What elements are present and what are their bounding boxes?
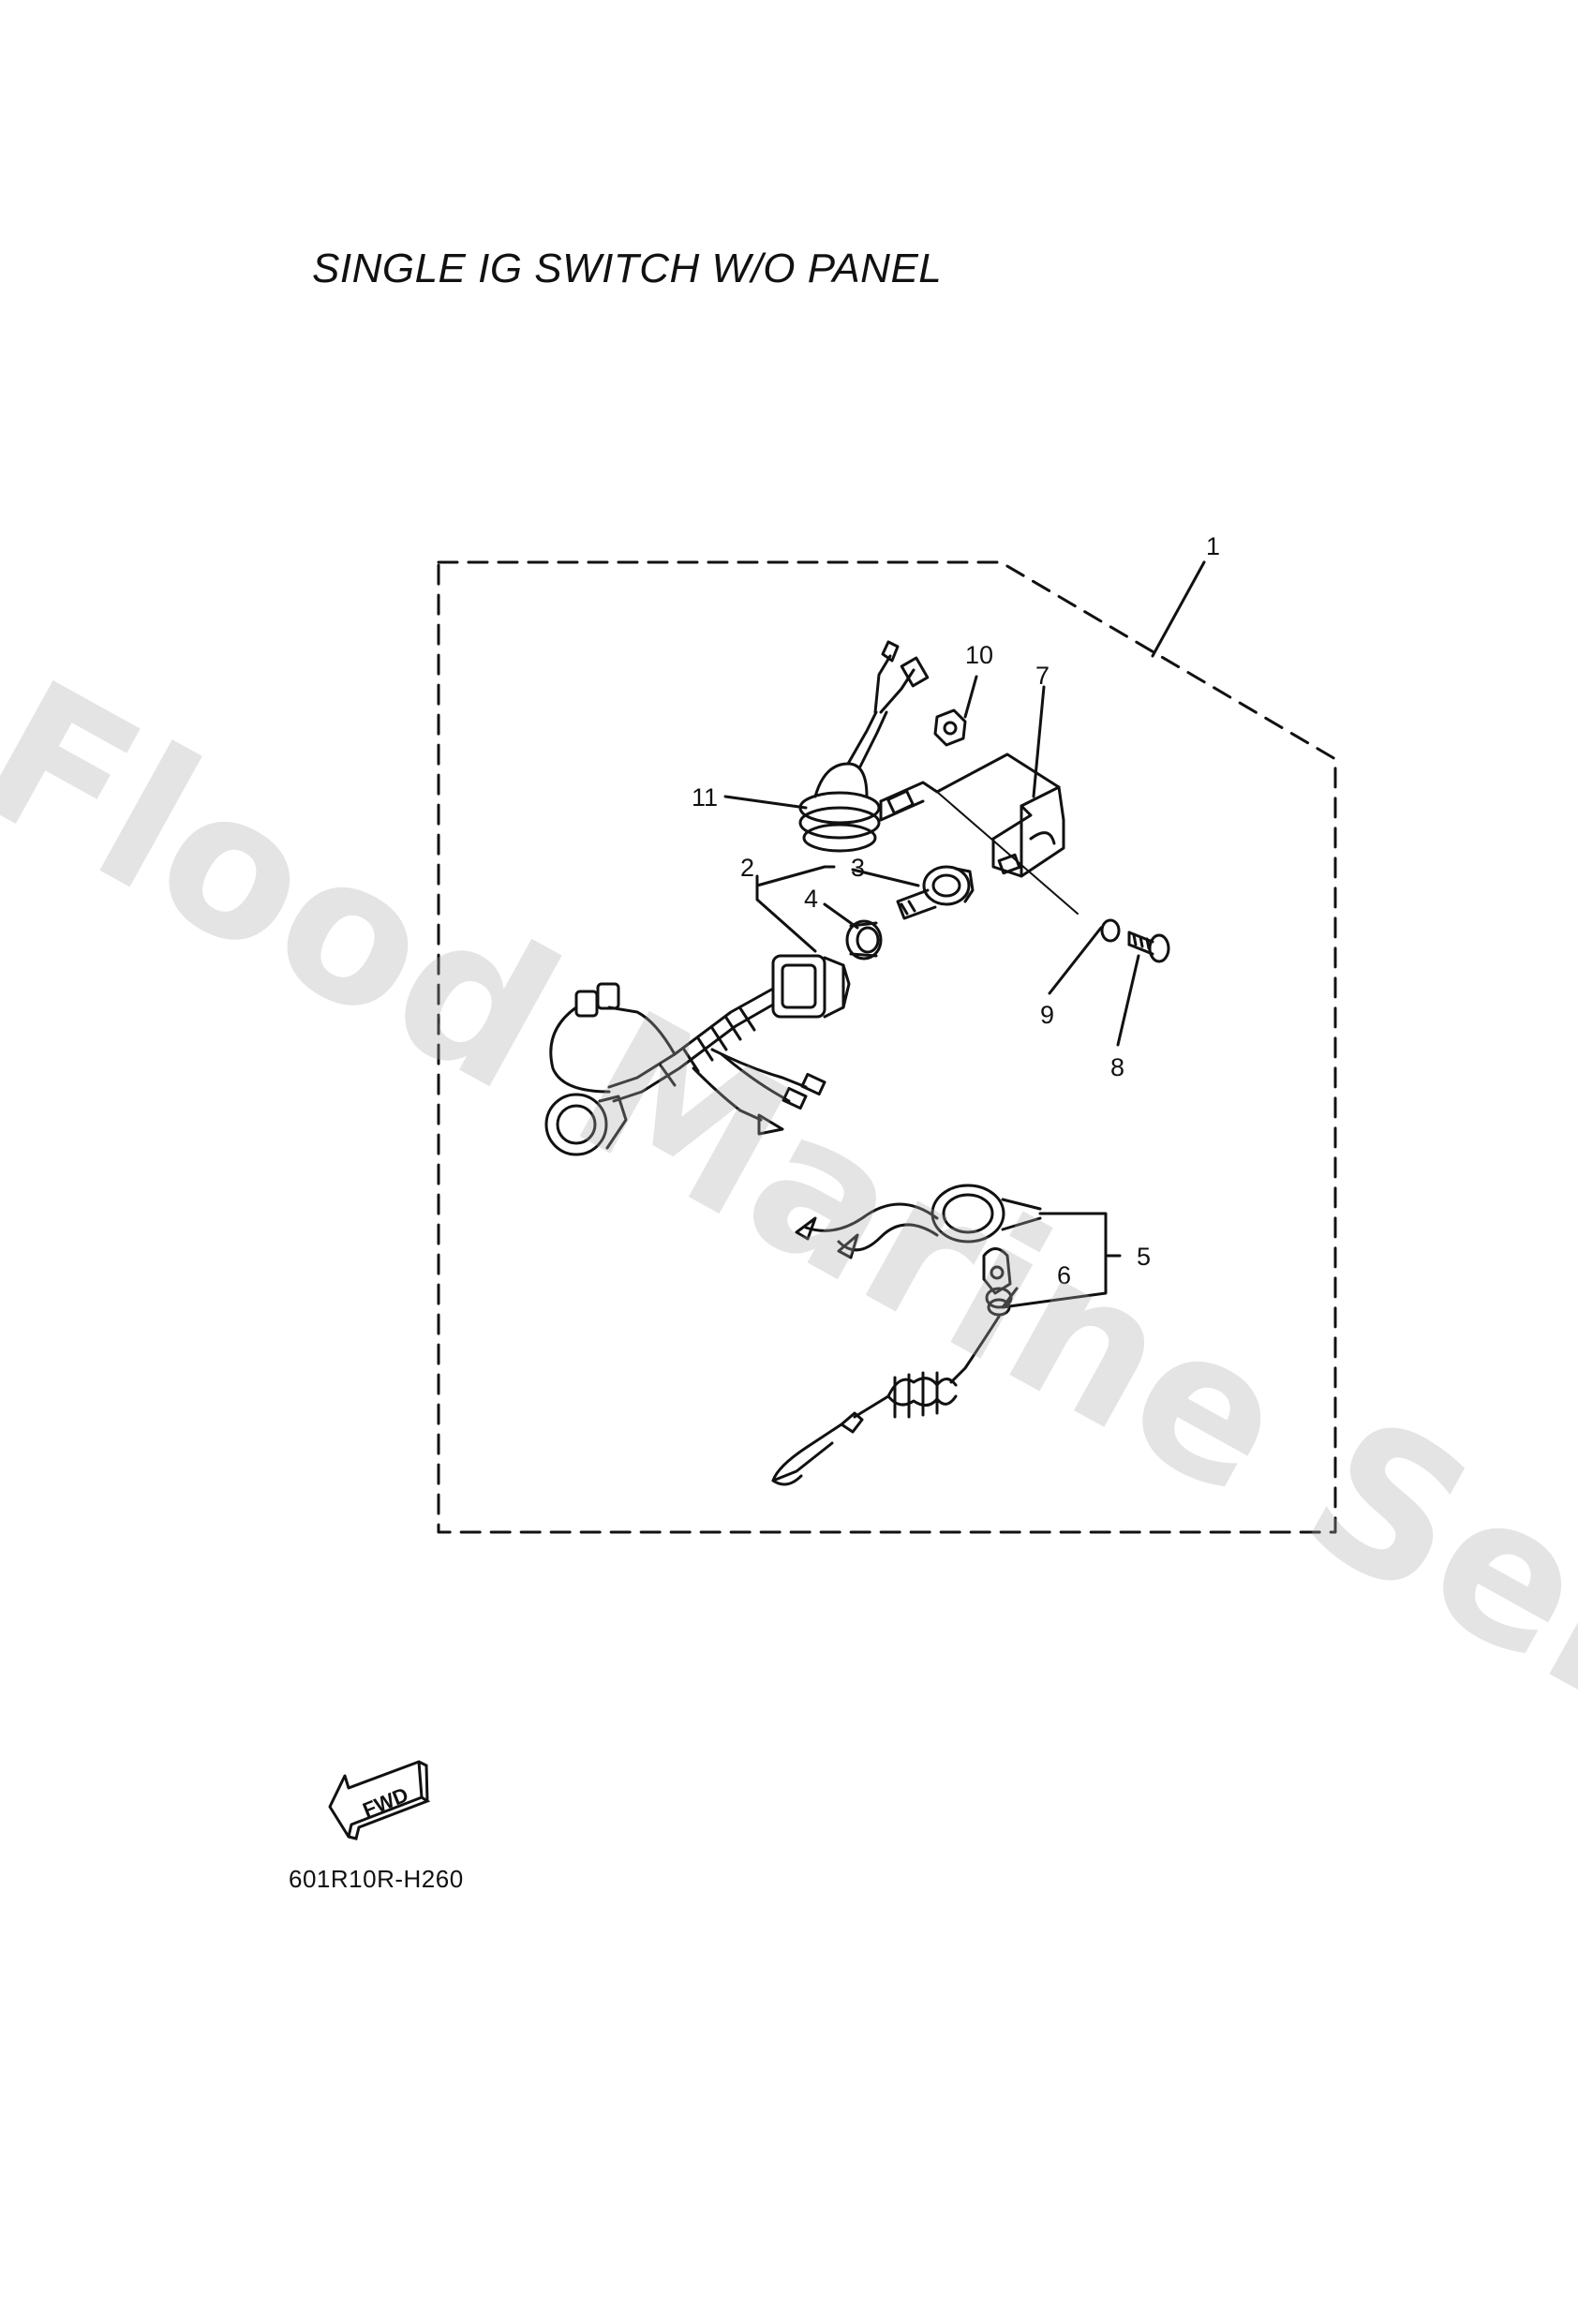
leader-11 <box>723 795 808 810</box>
callout-4: 4 <box>804 885 818 913</box>
leader-2 <box>755 874 817 953</box>
part-6-lanyard <box>771 1247 1013 1486</box>
part-4-ring-nut <box>845 919 883 961</box>
leader-4 <box>823 902 859 930</box>
leader-10 <box>963 675 978 719</box>
leader-7 <box>1032 685 1046 798</box>
callout-5: 5 <box>1137 1243 1151 1271</box>
leader-8 <box>1116 954 1140 1047</box>
callout-10: 10 <box>965 641 993 669</box>
callout-2: 2 <box>740 854 754 882</box>
callout-3: 3 <box>851 854 865 882</box>
part-11-grommet <box>798 640 930 853</box>
part-8-bolt <box>1127 931 1170 963</box>
callout-7: 7 <box>1035 662 1050 690</box>
part-5-stop-switch <box>795 1184 1042 1259</box>
leader-9 <box>1048 926 1103 995</box>
part-10-nut <box>933 708 967 747</box>
diagram-title: SINGLE IG SWITCH W/O PANEL <box>312 246 943 291</box>
part-2-main-switch-harness <box>544 954 851 1156</box>
callout-6: 6 <box>1057 1261 1071 1289</box>
callout-8: 8 <box>1110 1053 1124 1081</box>
part-7-bracket <box>879 752 1079 915</box>
diagram-code: 601R10R-H260 <box>289 1865 464 1893</box>
callout-9: 9 <box>1040 1001 1054 1029</box>
leader-3 <box>851 868 920 887</box>
part-3-key <box>896 865 975 920</box>
fwd-arrow-icon: FWD <box>328 1760 431 1840</box>
bracket-5 <box>1001 1212 1122 1309</box>
callout-11: 11 <box>692 783 718 812</box>
bracket-2 <box>755 865 836 887</box>
part-9-washer <box>1100 918 1121 943</box>
leader-1 <box>1151 560 1206 658</box>
kit-boundary <box>437 560 1337 1534</box>
callout-1: 1 <box>1206 532 1220 560</box>
